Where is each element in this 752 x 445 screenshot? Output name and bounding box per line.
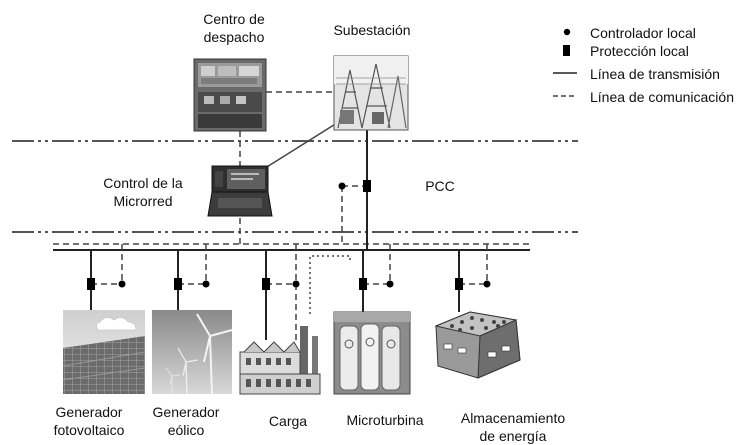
pcc-controller-dot [338, 182, 346, 190]
microturbine-protection-box [359, 278, 367, 290]
wind-protection-box [174, 278, 182, 290]
pv-branch [87, 244, 126, 310]
pv-controller-dot [118, 280, 126, 288]
microgrid-control-image [207, 165, 273, 217]
pv-protection-box [87, 278, 95, 290]
substation-label: Subestación [333, 22, 411, 38]
microturbine-branch [359, 244, 394, 312]
legend-controller-dot [563, 28, 571, 36]
microturbine-label: Microturbina [346, 412, 424, 428]
control-substation-comm-line [261, 117, 346, 171]
legend-protection-box [563, 45, 570, 56]
energy-storage-image [434, 311, 521, 379]
pcc-protection-box [363, 180, 371, 192]
load-branch [262, 244, 300, 340]
load-factory-image [239, 326, 321, 395]
dispatch-center-image [193, 58, 267, 132]
pv-panel-image [62, 310, 146, 394]
legend-protection-label: Protección local [590, 43, 689, 59]
load-protection-box [262, 278, 270, 290]
pcc-label: PCC [425, 178, 455, 194]
legend-controller-label: Controlador local [590, 25, 696, 41]
microturbine-comm-link [309, 255, 351, 314]
load-label: Carga [268, 413, 308, 429]
microturbine-image [333, 311, 411, 395]
storage-branch [455, 244, 491, 312]
storage-protection-box [455, 278, 463, 290]
wind-generator-image [152, 310, 233, 395]
storage-controller-dot [483, 280, 491, 288]
microturbine-controller-dot [386, 280, 394, 288]
substation-image [333, 55, 409, 131]
legend-transmission-label: Línea de transmisión [590, 66, 720, 82]
legend-communication-label: Línea de comunicación [590, 89, 734, 105]
wind-branch [174, 244, 210, 310]
load-controller-dot [292, 280, 300, 288]
wind-controller-dot [202, 280, 210, 288]
